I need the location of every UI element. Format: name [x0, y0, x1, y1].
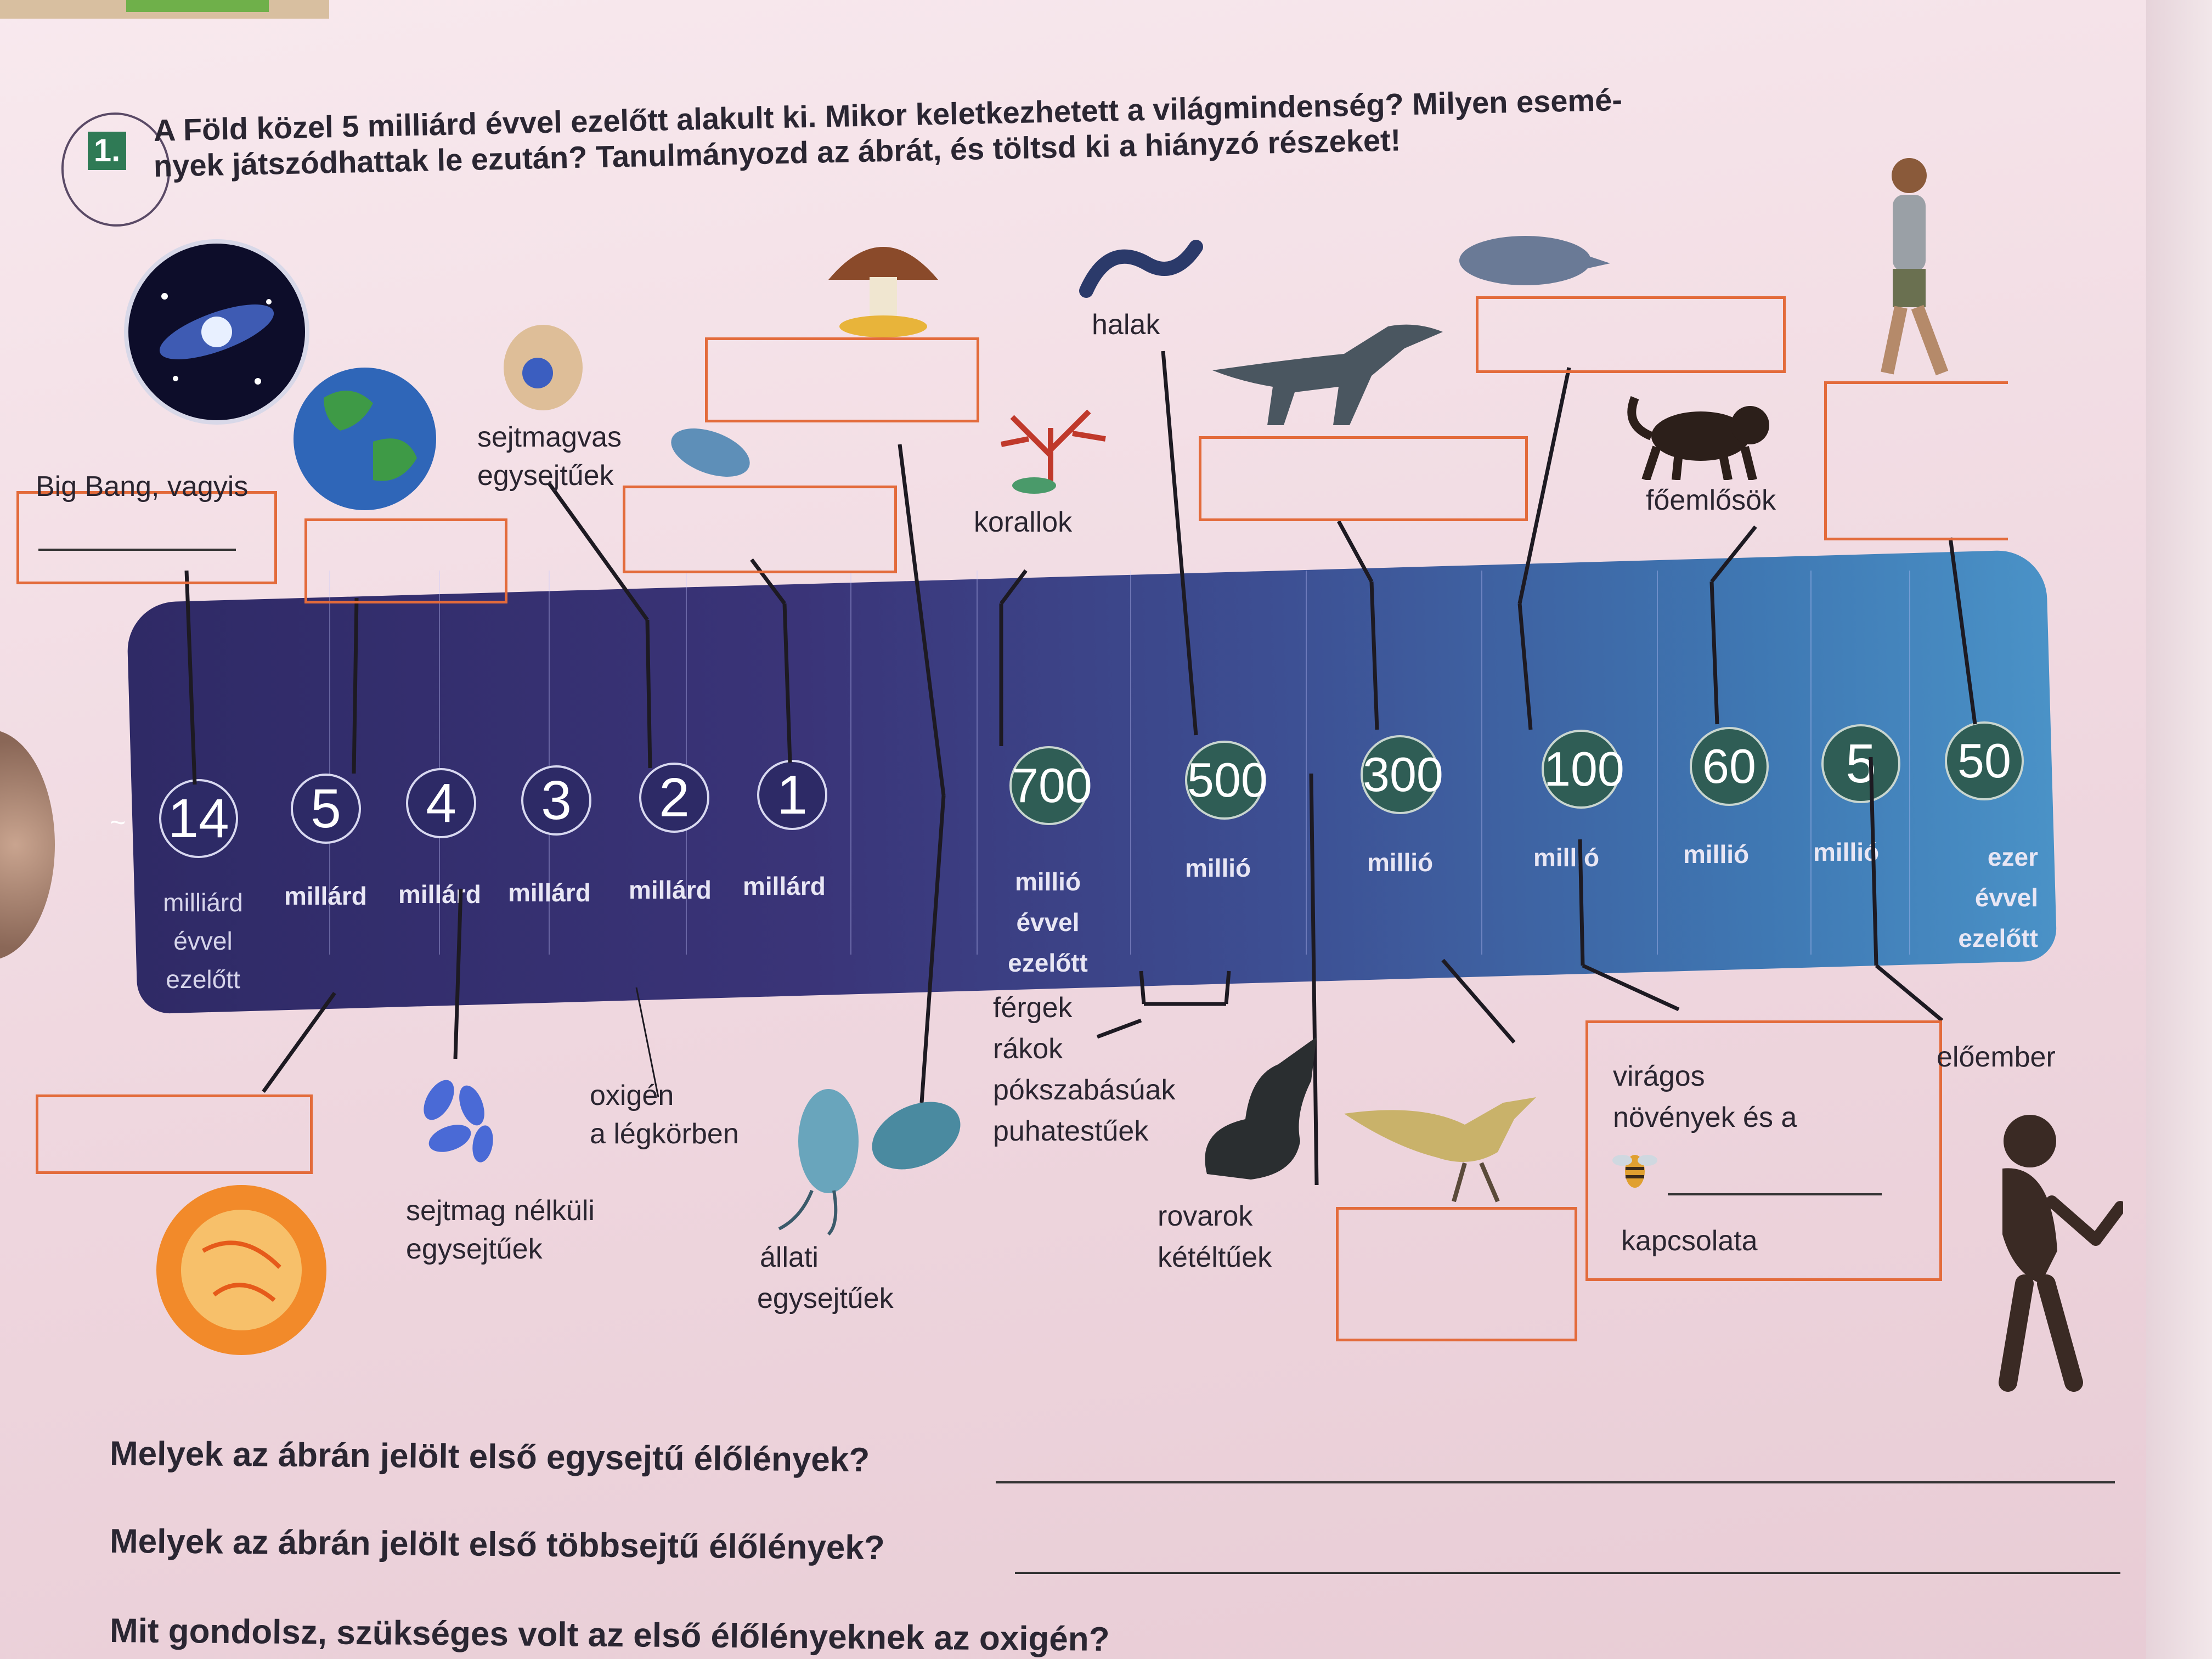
mole-icon [1459, 236, 1610, 285]
timeline-unit-5m: millió [1813, 838, 1880, 866]
timeline-unit-4b: millárd [398, 880, 481, 909]
timeline-unit-50k: ezer évvel ezelőtt [1958, 843, 2038, 952]
timeline-point-5b: 5 [291, 774, 361, 844]
eel-icon [1079, 240, 1203, 298]
answer-box-mammal[interactable] [1476, 296, 1786, 373]
caveman-icon [1999, 1115, 2123, 1392]
timeline-tick [549, 571, 550, 955]
dinosaur-icon [1212, 324, 1443, 425]
timeline-unit-300m: millió [1367, 848, 1434, 877]
label-insects: rovarok [1158, 1200, 1253, 1232]
label-flowers-2: növények és a [1613, 1102, 1797, 1133]
timeline-tick [977, 571, 978, 955]
label-fishes: halak [1092, 309, 1160, 341]
timeline-point-1b: 1 [757, 760, 827, 830]
protozoa-icon [778, 1089, 961, 1236]
label-worms: férgek [993, 992, 1073, 1024]
amphibian-icon [1205, 1037, 1317, 1180]
timeline-tick [1481, 571, 1482, 955]
timeline-point-3b: 3 [521, 765, 591, 836]
answer-box-cells[interactable] [623, 486, 897, 573]
timeline-point-500m: 500 [1185, 741, 1268, 820]
timeline-unit-2b: millárd [629, 876, 712, 904]
prokaryote-cluster-icon [424, 1080, 493, 1163]
timeline-tick [1909, 571, 1910, 955]
blank-flowers[interactable] [1668, 1193, 1882, 1195]
label-primates: főemlősök [1646, 484, 1776, 516]
timeline-unit-700m: millió évvel ezelőtt [1008, 867, 1088, 977]
sun-icon [156, 1185, 326, 1355]
label-oxygen-1: oxigén [590, 1080, 674, 1111]
blank-big-bang[interactable] [38, 549, 236, 551]
answer-box-sun[interactable] [36, 1094, 313, 1174]
approx-symbol: ~ [110, 807, 126, 838]
label-animal-cells-2: egysejtűek [757, 1283, 894, 1314]
timeline-point-2b: 2 [639, 763, 709, 833]
timeline-tick [1810, 571, 1812, 955]
answer-box-flowers[interactable] [1585, 1020, 1942, 1281]
answer-box-bird[interactable] [1336, 1207, 1577, 1341]
coral-icon [1001, 409, 1106, 494]
timeline-tick [1130, 571, 1131, 955]
timeline-unit-500m: millió [1185, 854, 1251, 882]
label-prokaryotes-2: egysejtűek [406, 1233, 543, 1265]
timeline-unit-60m: millió [1683, 840, 1750, 868]
timeline-tick [329, 571, 330, 955]
galaxy-icon [124, 239, 309, 425]
answer-line-multicellular[interactable] [1015, 1572, 2120, 1574]
earth-icon [294, 368, 436, 510]
answer-box-big-bang[interactable] [16, 491, 277, 584]
page-edge [2146, 0, 2212, 1659]
timeline-point-50k: 50 [1945, 721, 2024, 800]
timeline-point-5m: 5 [1821, 724, 1900, 803]
answer-box-earth[interactable] [304, 518, 507, 603]
label-flowers-3: kapcsolata [1621, 1225, 1758, 1257]
label-flowers-1: virágos [1613, 1060, 1705, 1092]
label-molluscs: puhatestűek [993, 1115, 1149, 1147]
timeline-point-100m: 100 [1542, 730, 1624, 809]
walking-man-icon [1881, 158, 1949, 376]
label-prokaryotes-1: sejtmag nélküli [406, 1195, 595, 1227]
bird-icon [1344, 1097, 1536, 1203]
label-amphibians: kétéltűek [1158, 1242, 1272, 1273]
timeline-point-300m: 300 [1361, 735, 1443, 814]
answer-box-dinosaur[interactable] [1199, 436, 1528, 521]
timeline-point-700m: 700 [1009, 746, 1092, 825]
timeline-unit-3b: millárd [508, 878, 591, 907]
label-nucleated-2: egysejtűek [477, 460, 614, 492]
label-corals: korallok [974, 506, 1073, 538]
timeline-point-14: 14 [159, 779, 238, 858]
label-nucleated-1: sejtmagvas [477, 421, 622, 453]
timeline-unit-5b: millárd [284, 882, 367, 910]
answer-line-unicellular[interactable] [996, 1481, 2115, 1483]
bacteria-icon [671, 428, 750, 477]
label-early-human: előember [1937, 1041, 2056, 1073]
timeline-tick [850, 571, 851, 955]
monkey-icon [1627, 396, 1769, 480]
timeline-point-4b: 4 [406, 768, 476, 838]
cell-icon [504, 325, 583, 410]
bee-icon [1612, 1155, 1657, 1188]
answer-box-human[interactable] [1824, 381, 2008, 540]
answer-box-mushroom[interactable] [705, 337, 979, 422]
timeline-unit-1b: millárd [743, 872, 826, 900]
timeline-unit-14: milliárd évvel ezelőtt [163, 888, 243, 994]
label-animal-cells-1: állati [760, 1242, 819, 1273]
label-big-bang: Big Bang, vagyis [36, 471, 249, 503]
label-oxygen-2: a légkörben [590, 1118, 739, 1150]
label-arachnids: pókszabásúak [993, 1074, 1176, 1106]
timeline-tick [1657, 571, 1658, 955]
question-multicellular: Melyek az ábrán jelölt első többsejtű él… [109, 1522, 885, 1567]
label-crabs: rákok [993, 1033, 1063, 1065]
top-strip-green [126, 0, 269, 12]
timeline-unit-100m: millió [1533, 843, 1600, 872]
timeline-point-60m: 60 [1690, 727, 1769, 806]
exercise-number: 1. [88, 132, 126, 170]
timeline-tick [439, 571, 440, 955]
question-unicellular: Melyek az ábrán jelölt első egysejtű élő… [109, 1434, 870, 1480]
timeline-tick [686, 571, 687, 955]
timeline-tick [1306, 571, 1307, 955]
mushroom-icon [828, 247, 938, 337]
